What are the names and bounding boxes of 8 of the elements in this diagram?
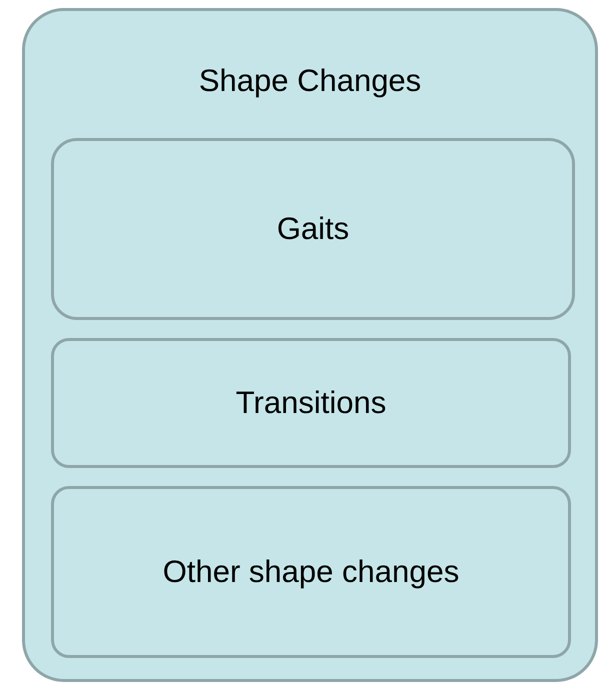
category-label: Gaits (276, 211, 350, 247)
group-title: Shape Changes (198, 63, 422, 99)
group-container (22, 8, 598, 682)
category-box (51, 338, 571, 468)
category-box (51, 138, 575, 320)
category-label: Transitions (234, 385, 388, 421)
category-label: Other shape changes (162, 554, 460, 590)
category-box (51, 486, 571, 658)
